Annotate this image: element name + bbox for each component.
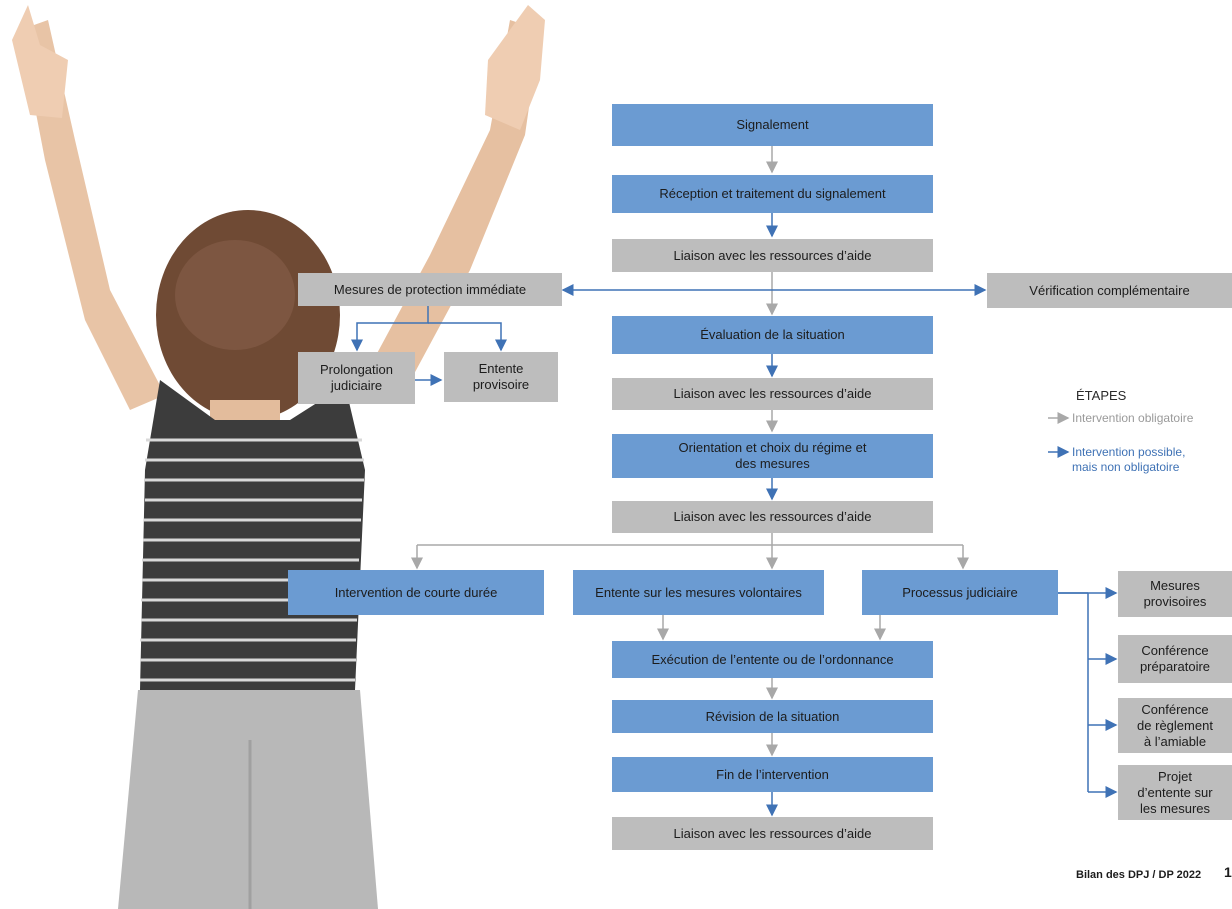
step-conference-reglement: Conférence de règlement à l’amiable <box>1118 698 1232 753</box>
step-liaison-2: Liaison avec les ressources d’aide <box>612 378 933 410</box>
step-entente-provisoire: Entente provisoire <box>444 352 558 402</box>
child-right-hand <box>485 5 545 130</box>
step-signalement: Signalement <box>612 104 933 146</box>
arrow-to-entente-provisoire <box>428 322 507 352</box>
step-fin: Fin de l’intervention <box>612 757 933 792</box>
legend-mandatory: Intervention obligatoire <box>1048 411 1193 426</box>
page-number: 1 <box>1224 864 1232 880</box>
child-left-arm <box>20 20 165 410</box>
step-projet-entente: Projet d’entente sur les mesures <box>1118 765 1232 820</box>
step-liaison-1: Liaison avec les ressources d’aide <box>612 239 933 272</box>
step-conference-preparatoire: Conférence préparatoire <box>1118 635 1232 683</box>
child-pants <box>118 690 378 909</box>
arrow-to-prolongation <box>351 306 429 352</box>
step-verification: Vérification complémentaire <box>987 273 1232 308</box>
step-liaison-4: Liaison avec les ressources d’aide <box>612 817 933 850</box>
legend-optional: Intervention possible, mais non obligato… <box>1048 445 1185 475</box>
step-evaluation: Évaluation de la situation <box>612 316 933 354</box>
step-liaison-3: Liaison avec les ressources d’aide <box>612 501 933 533</box>
step-orientation: Orientation et choix du régime et des me… <box>612 434 933 478</box>
step-entente-volontaires: Entente sur les mesures volontaires <box>573 570 824 615</box>
step-reception: Réception et traitement du signalement <box>612 175 933 213</box>
footer-source: Bilan des DPJ / DP 2022 <box>1076 869 1202 881</box>
step-courte-duree: Intervention de courte durée <box>288 570 544 615</box>
step-revision: Révision de la situation <box>612 700 933 733</box>
step-processus-judiciaire: Processus judiciaire <box>862 570 1058 615</box>
legend-title: ÉTAPES <box>1076 388 1127 403</box>
step-prolongation: Prolongation judiciaire <box>298 352 415 404</box>
step-mesures-provisoires: Mesures provisoires <box>1118 571 1232 617</box>
legend-mandatory-label: Intervention obligatoire <box>1072 411 1194 425</box>
step-mesures-protection: Mesures de protection immédiate <box>298 273 562 306</box>
step-execution: Exécution de l’entente ou de l’ordonnanc… <box>612 641 933 678</box>
child-left-hand <box>12 5 68 118</box>
legend-optional-label: Intervention possible, mais non obligato… <box>1072 445 1186 474</box>
